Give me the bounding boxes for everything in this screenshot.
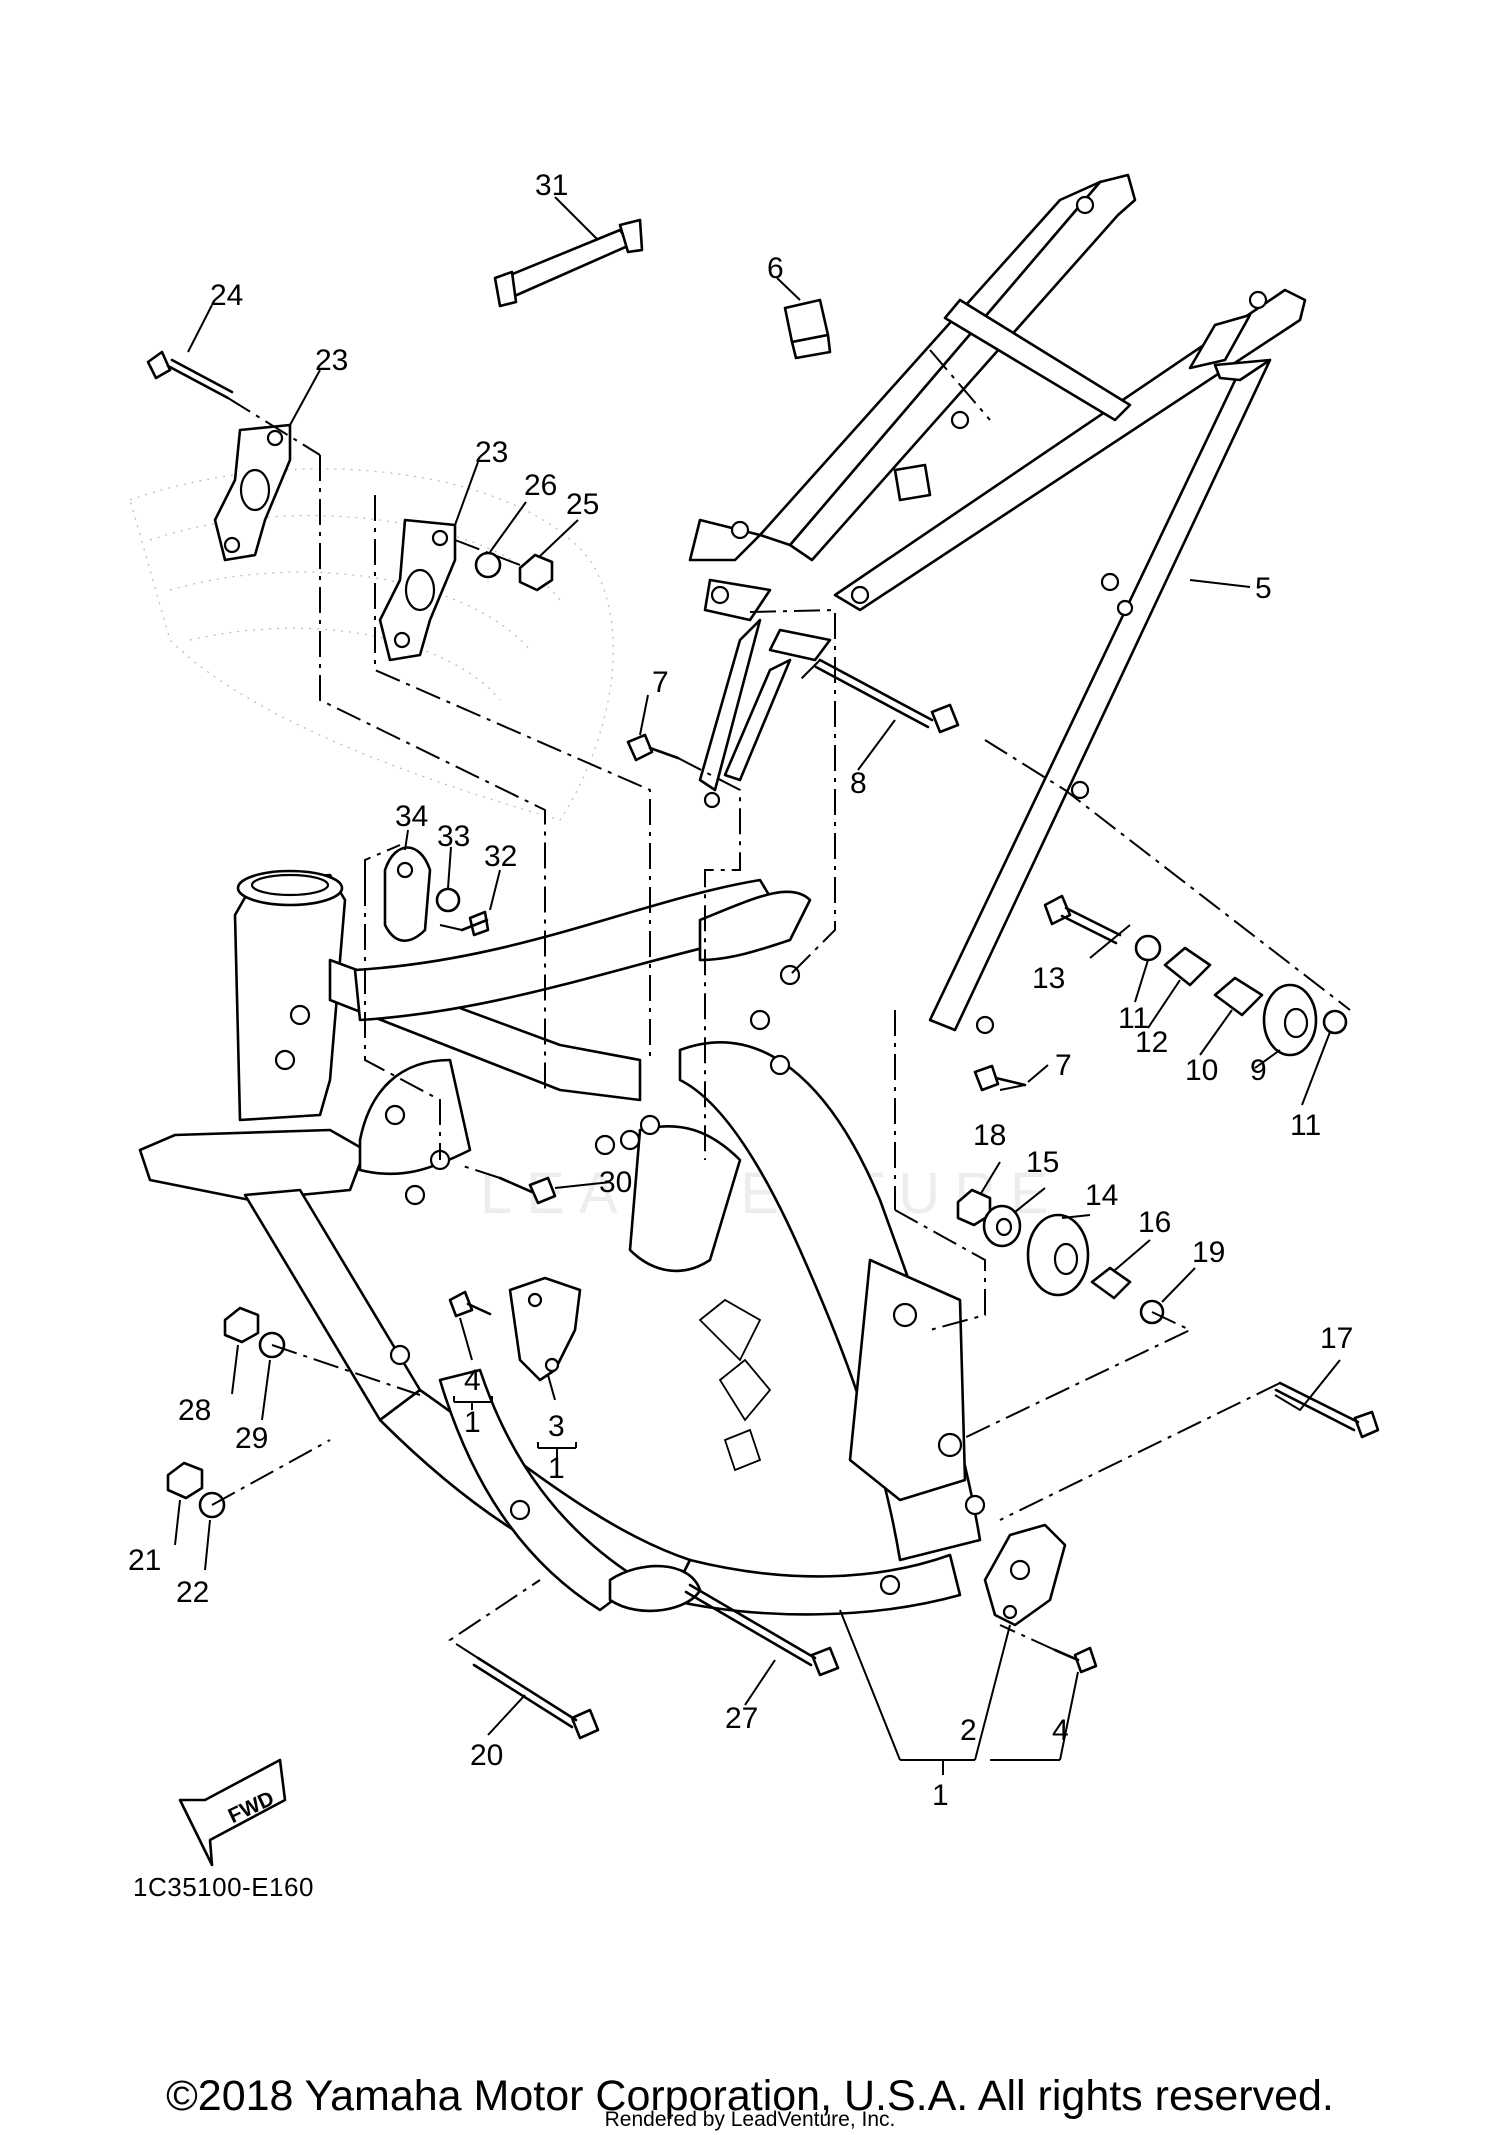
leader-lines: [174, 196, 1341, 1775]
callout-4-lower: 4: [1052, 1714, 1069, 1747]
part-3-bracket: [508, 1276, 582, 1382]
part-24-bolt: [146, 350, 234, 400]
callout-31: 31: [535, 169, 568, 202]
callout-33: 33: [437, 820, 470, 853]
part-31-strap: [493, 218, 644, 308]
callout-1-bottom: 1: [932, 1779, 949, 1812]
part-20-bolt: [472, 1656, 600, 1740]
part-9-damper: [1262, 983, 1318, 1057]
callout-27: 27: [725, 1702, 758, 1735]
part-8-long-bolt: [814, 658, 960, 734]
callout-6: 6: [767, 252, 784, 285]
stippled-seat-ghost: [129, 468, 614, 821]
part-30-bolt: [498, 1176, 557, 1205]
callout-13: 13: [1032, 962, 1065, 995]
part-34-clamp: [383, 846, 432, 942]
part-33-washer: [435, 887, 461, 913]
part-25-nut: [518, 553, 554, 592]
callout-20: 20: [470, 1739, 503, 1772]
callout-1-center: 1: [464, 1406, 481, 1439]
fwd-arrow-icon: FWD: [178, 1758, 287, 1867]
callout-18: 18: [973, 1119, 1006, 1152]
callout-2: 2: [960, 1714, 977, 1747]
part-28-nut: [223, 1306, 260, 1344]
callout-24: 24: [210, 279, 243, 312]
callout-9: 9: [1250, 1054, 1267, 1087]
callout-12: 12: [1135, 1026, 1168, 1059]
callout-7-upper: 7: [652, 666, 669, 699]
rear-subframe: [688, 173, 1307, 1035]
callout-15: 15: [1026, 1146, 1059, 1179]
part-7-bolt-upper: [626, 733, 680, 762]
part-11-washer-left: [1134, 934, 1162, 962]
callout-34: 34: [395, 800, 428, 833]
callout-30: 30: [599, 1166, 632, 1199]
callout-17: 17: [1320, 1322, 1353, 1355]
part-10-collar: [1213, 976, 1264, 1017]
part-23-bracket-left: [213, 423, 292, 562]
callout-29: 29: [235, 1422, 268, 1455]
callout-14: 14: [1085, 1179, 1118, 1212]
part-14-damper: [1026, 1213, 1090, 1297]
callout-10: 10: [1185, 1054, 1218, 1087]
part-2-bracket: [983, 1523, 1067, 1627]
callout-1-right: 1: [548, 1452, 565, 1485]
callout-11-left: 11: [1118, 1002, 1149, 1035]
callout-21: 21: [128, 1544, 161, 1577]
callout-23-left: 23: [315, 344, 348, 377]
callout-16: 16: [1138, 1206, 1171, 1239]
part-11-washer-right: [1322, 1009, 1348, 1035]
part-6-block: [783, 298, 832, 360]
part-12-spacer: [1163, 946, 1212, 987]
part-21-nut: [166, 1461, 204, 1500]
alignment-lines: [211, 349, 1351, 1659]
callout-32: 32: [484, 840, 517, 873]
callout-8: 8: [850, 767, 867, 800]
catalog-number: 1C35100-E160: [133, 1872, 314, 1902]
main-frame: [138, 869, 986, 1616]
callout-7-lower: 7: [1055, 1049, 1072, 1082]
part-17-bolt: [1274, 1381, 1380, 1439]
rendered-by-text: Rendered by LeadVenture, Inc.: [604, 2108, 896, 2131]
callout-numbers: 31 6 24 23 23 26 25 5 7 8 34 33 32 13 11…: [128, 169, 1353, 1812]
part-7-bolt-lower: [973, 1064, 1027, 1092]
part-16-spacer: [1090, 1266, 1132, 1300]
callout-5: 5: [1255, 572, 1272, 605]
part-23-bracket-right: [378, 518, 457, 662]
callout-4-center: 4: [464, 1364, 481, 1397]
callout-23-right: 23: [475, 436, 508, 469]
part-27-bolt: [684, 1583, 840, 1677]
part-4-bolt-lower: [1053, 1646, 1098, 1674]
callout-28: 28: [178, 1394, 211, 1427]
callout-25: 25: [566, 488, 599, 521]
part-32-bolt: [460, 910, 490, 937]
part-13-bolt: [1043, 894, 1122, 945]
callout-19: 19: [1192, 1236, 1225, 1269]
callout-11-right: 11: [1290, 1109, 1321, 1142]
part-4-bolt-center: [448, 1290, 492, 1318]
callout-26: 26: [524, 469, 557, 502]
callout-22: 22: [176, 1576, 209, 1609]
callout-3: 3: [548, 1410, 565, 1443]
copyright-text: ©2018 Yamaha Motor Corporation, U.S.A. A…: [166, 2072, 1334, 2120]
part-15-collar: [982, 1204, 1022, 1248]
